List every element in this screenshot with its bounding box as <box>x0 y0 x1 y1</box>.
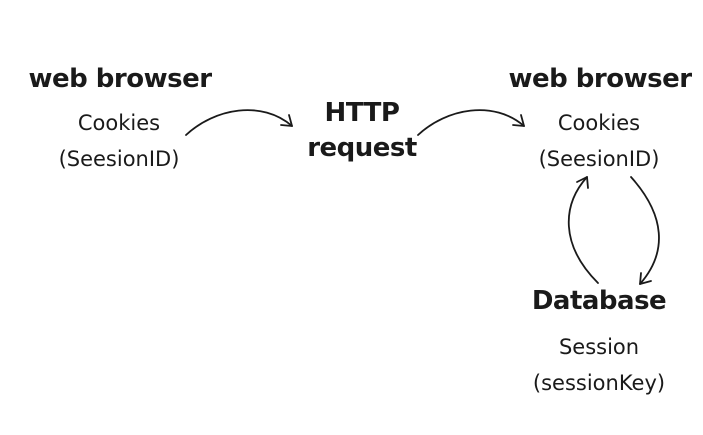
right-browser-cookies-label: Cookies <box>557 111 641 135</box>
left-browser-sessionid-label: (SeesionID) <box>58 147 180 171</box>
database-sessionkey-label: (sessionKey) <box>532 371 666 395</box>
arrow-request-to-browser <box>417 109 525 136</box>
database-session-label: Session <box>558 335 640 359</box>
left-browser-title: web browser <box>28 64 212 94</box>
arrow-database-to-browser <box>567 176 599 284</box>
left-browser-cookies-label: Cookies <box>77 111 161 135</box>
http-request-line1: HTTP <box>324 98 400 128</box>
arrow-browser-to-database <box>630 176 660 285</box>
database-title: Database <box>531 286 667 316</box>
arrow-browser-to-request <box>185 109 293 136</box>
right-browser-sessionid-label: (SeesionID) <box>538 147 660 171</box>
right-browser-title: web browser <box>508 64 692 94</box>
http-request-line2: request <box>307 133 417 163</box>
